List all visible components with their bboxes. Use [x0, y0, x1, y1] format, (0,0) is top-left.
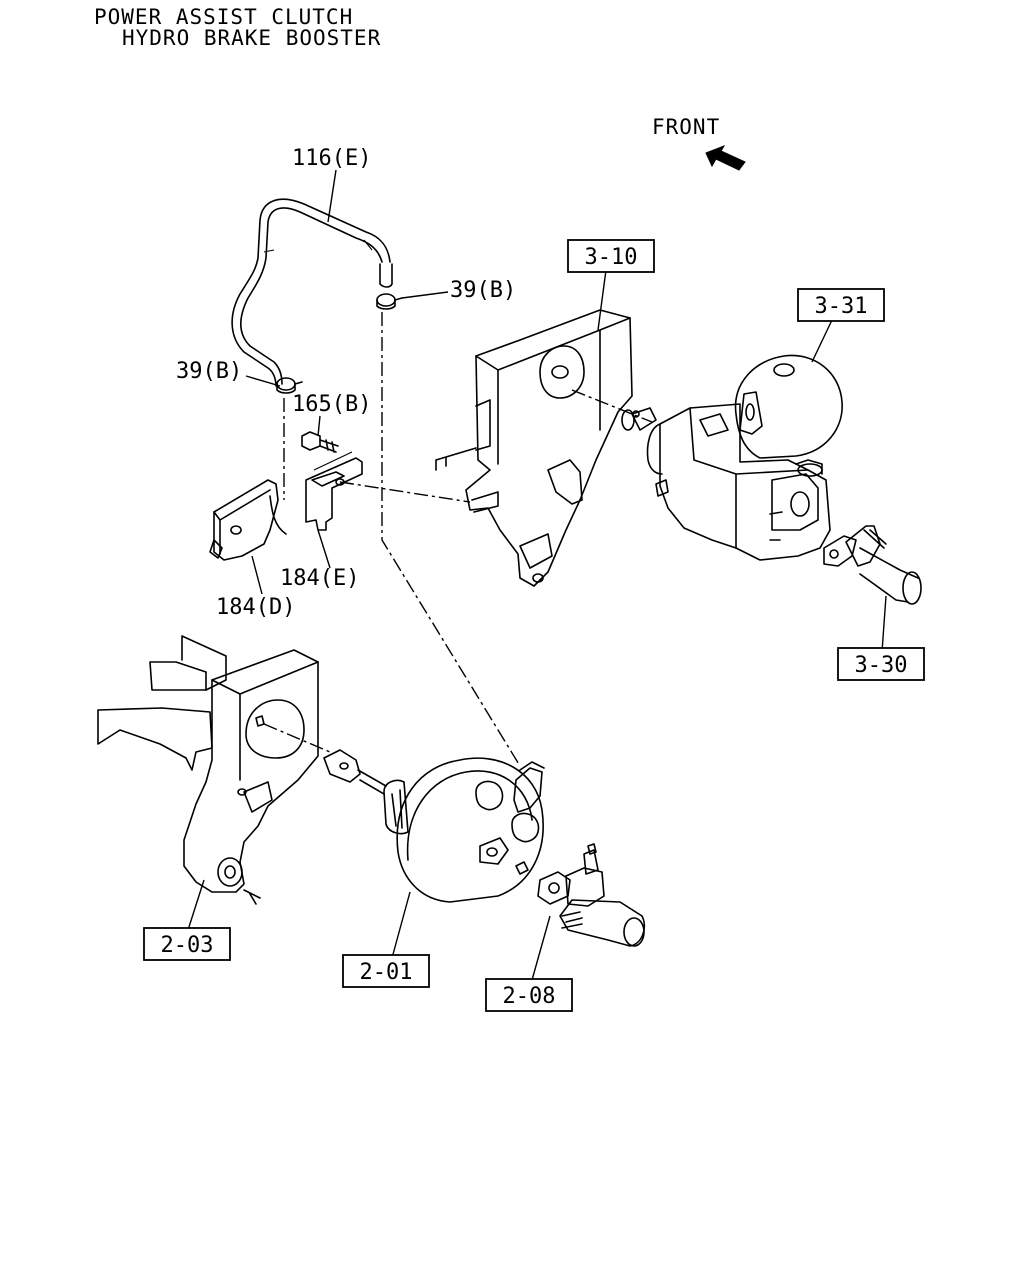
ref-label-3-31: 3-31	[815, 294, 868, 319]
ref-label-3-10: 3-10	[585, 245, 638, 270]
arrow-icon	[705, 145, 746, 171]
callout-clip-right: 39(B)	[450, 278, 516, 303]
hydro-booster	[621, 354, 843, 561]
ref-label-2-03: 2-03	[161, 933, 214, 958]
brake-booster	[383, 757, 545, 903]
ref-box-2-03[interactable]: 2-03	[143, 927, 231, 961]
clutch-cylinder	[823, 525, 922, 605]
callout-bolt: 165(B)	[292, 392, 371, 417]
leader-lines	[187, 169, 887, 981]
pedal-bracket-upper	[435, 309, 633, 587]
callout-bracket-d: 184(D)	[216, 595, 295, 620]
callout-bracket-e: 184(E)	[280, 566, 359, 591]
title-line-1: POWER ASSIST CLUTCH	[94, 5, 353, 29]
callout-clip-left: 39(B)	[176, 359, 242, 384]
clevis	[323, 749, 387, 795]
front-label: FRONT	[652, 115, 720, 139]
ref-box-3-30[interactable]: 3-30	[837, 647, 925, 681]
vacuum-hose	[231, 198, 393, 387]
ref-label-2-01: 2-01	[360, 960, 413, 985]
bracket-routing-line	[339, 481, 471, 503]
master-cylinder	[537, 843, 646, 947]
cylinder-routing-line	[571, 389, 653, 423]
hose-clip-right	[376, 293, 403, 310]
bolt	[301, 431, 339, 453]
ref-box-2-08[interactable]: 2-08	[485, 978, 573, 1012]
title-line-2: HYDRO BRAKE BOOSTER	[122, 26, 381, 50]
hose-routing-line	[381, 312, 521, 767]
hose-clip-left	[276, 377, 303, 394]
bracket-184e	[305, 451, 363, 531]
ref-box-3-31[interactable]: 3-31	[797, 288, 885, 322]
ref-box-3-10[interactable]: 3-10	[567, 239, 655, 273]
pushrod-routing-line	[263, 723, 331, 753]
bracket-184d	[209, 479, 287, 561]
ref-label-3-30: 3-30	[855, 653, 908, 678]
ref-label-2-08: 2-08	[503, 984, 556, 1009]
callout-hose: 116(E)	[292, 146, 371, 171]
pedal-bracket-lower	[97, 635, 319, 905]
ref-box-2-01[interactable]: 2-01	[342, 954, 430, 988]
